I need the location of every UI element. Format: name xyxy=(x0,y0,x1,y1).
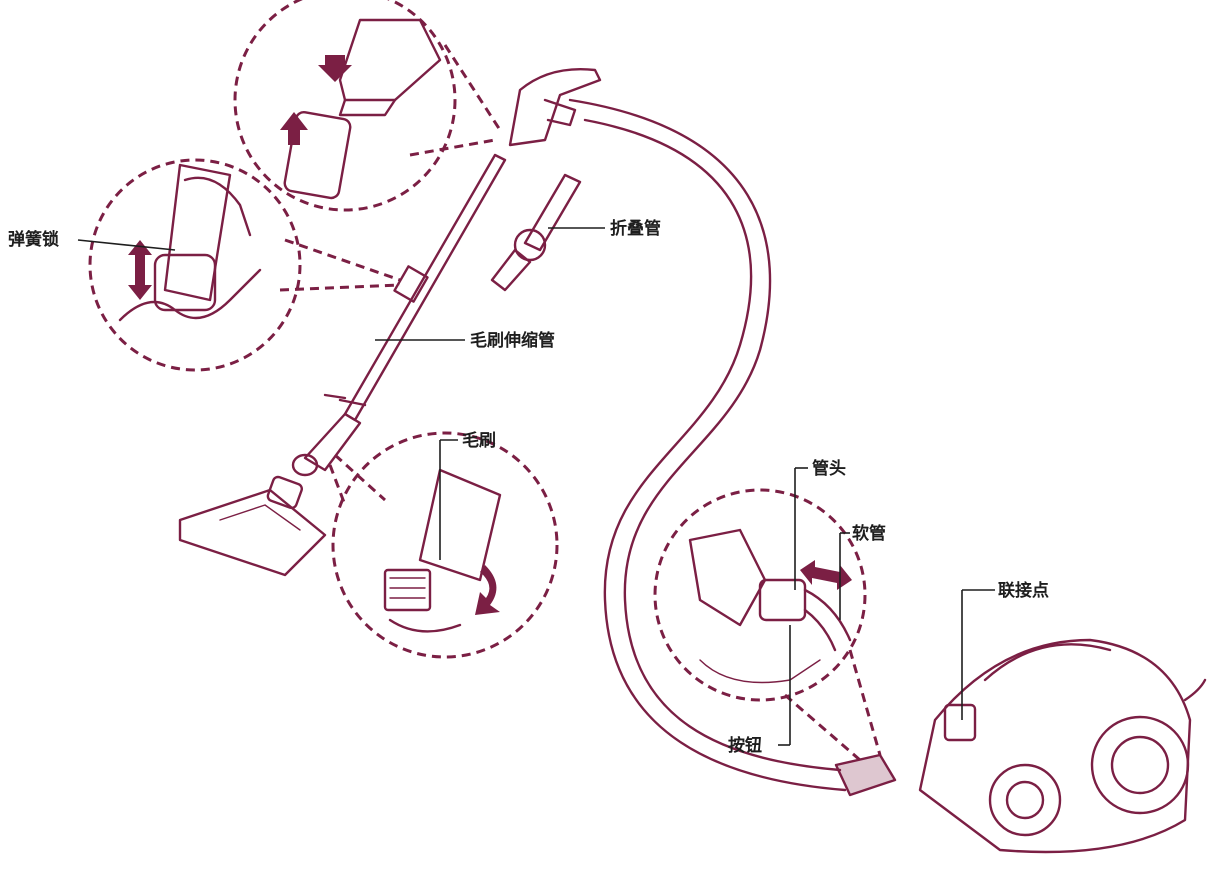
label-pipe-head: 管头 xyxy=(812,458,846,479)
label-connection-point: 联接点 xyxy=(998,580,1049,601)
arrow-down-icon xyxy=(318,55,352,82)
double-arrow-horizontal-icon xyxy=(800,560,852,590)
arrow-up-icon xyxy=(280,112,308,145)
leader-spring-lock xyxy=(77,239,176,251)
label-button: 按钮 xyxy=(728,735,762,756)
telescopic-tube-assembly xyxy=(178,153,507,577)
detail-hose-connection xyxy=(653,467,882,762)
label-spring-lock: 弹簧锁 xyxy=(8,229,59,250)
flexible-hose xyxy=(568,98,897,797)
detail-handle-connection xyxy=(233,0,502,212)
floor-nozzle xyxy=(178,488,327,577)
detail-spring-lock xyxy=(88,158,401,372)
label-folding-tube: 折叠管 xyxy=(610,218,661,239)
label-hose: 软管 xyxy=(852,523,886,544)
double-arrow-icon xyxy=(128,240,152,300)
vacuum-body xyxy=(918,589,1207,854)
hose-handle xyxy=(508,68,602,147)
label-brush: 毛刷 xyxy=(462,430,496,451)
label-brush-telescopic-tube: 毛刷伸缩管 xyxy=(470,330,555,351)
rotate-arrow-icon xyxy=(475,565,500,615)
detail-brush xyxy=(328,431,559,659)
folding-tube xyxy=(490,173,605,292)
